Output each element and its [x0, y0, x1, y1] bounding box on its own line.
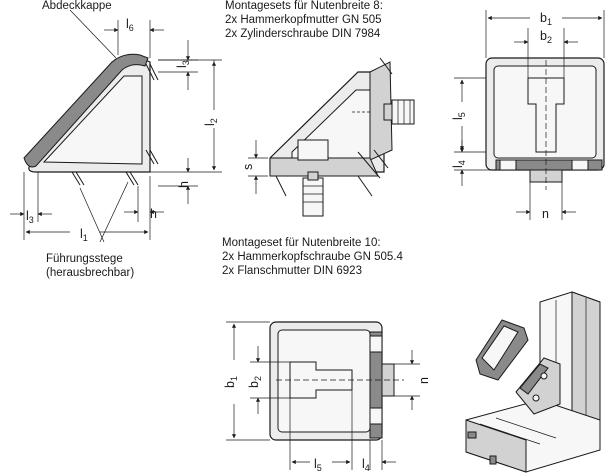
dim-l5-top: l5	[451, 112, 467, 120]
dim-l4-top: l4	[451, 160, 467, 168]
label-guide-webs-2: (herausbrechbar)	[46, 267, 134, 279]
label-kit10-title: Montageset für Nutenbreite 10:	[222, 237, 381, 249]
isometric-assembly	[465, 291, 601, 473]
dim-l3-top: l3	[175, 60, 191, 68]
side-view: l6 l3 l2 h h l3 l1	[10, 0, 222, 279]
label-kit10-item2: 2x Flanschmutter DIN 6923	[222, 265, 362, 277]
dim-h-vertical: h	[177, 181, 191, 188]
label-guide-webs-1: Führungsstege	[46, 253, 123, 265]
dim-b2-bottom: b2	[247, 376, 263, 388]
label-kit8-title: Montagesets für Nutenbreite 8:	[225, 0, 383, 12]
end-view-top: b1 b2 l5 l4 n	[451, 10, 605, 221]
section-view: s Montagesets für Nutenbreite 8: 2x Hamm…	[222, 0, 415, 277]
dim-b1-bottom: b1	[223, 376, 239, 388]
dim-b1-top: b1	[540, 11, 552, 27]
label-kit10-item1: 2x Hammerkopfschraube GN 505.4	[222, 251, 403, 263]
dim-n-top: n	[542, 207, 549, 221]
label-cover-cap: Abdeckkappe	[42, 0, 112, 12]
label-kit8-item1: 2x Hammerkopfmutter GN 505	[225, 14, 382, 26]
dim-l1: l1	[80, 227, 88, 243]
label-kit8-item2: 2x Zylinderschraube DIN 7984	[225, 28, 381, 40]
dim-n-bottom: n	[417, 377, 431, 384]
end-view-bottom: b1 b2 n l5 l4	[223, 321, 431, 473]
dim-l6: l6	[126, 17, 134, 33]
dim-h-horizontal: h	[150, 207, 157, 221]
dim-l5-bottom: l5	[314, 457, 322, 473]
dim-l4-bottom: l4	[362, 457, 370, 473]
dim-s: s	[241, 164, 255, 170]
dim-l3-bottom: l3	[26, 209, 34, 225]
dim-l2: l2	[203, 118, 219, 126]
dim-b2-top: b2	[540, 29, 552, 45]
